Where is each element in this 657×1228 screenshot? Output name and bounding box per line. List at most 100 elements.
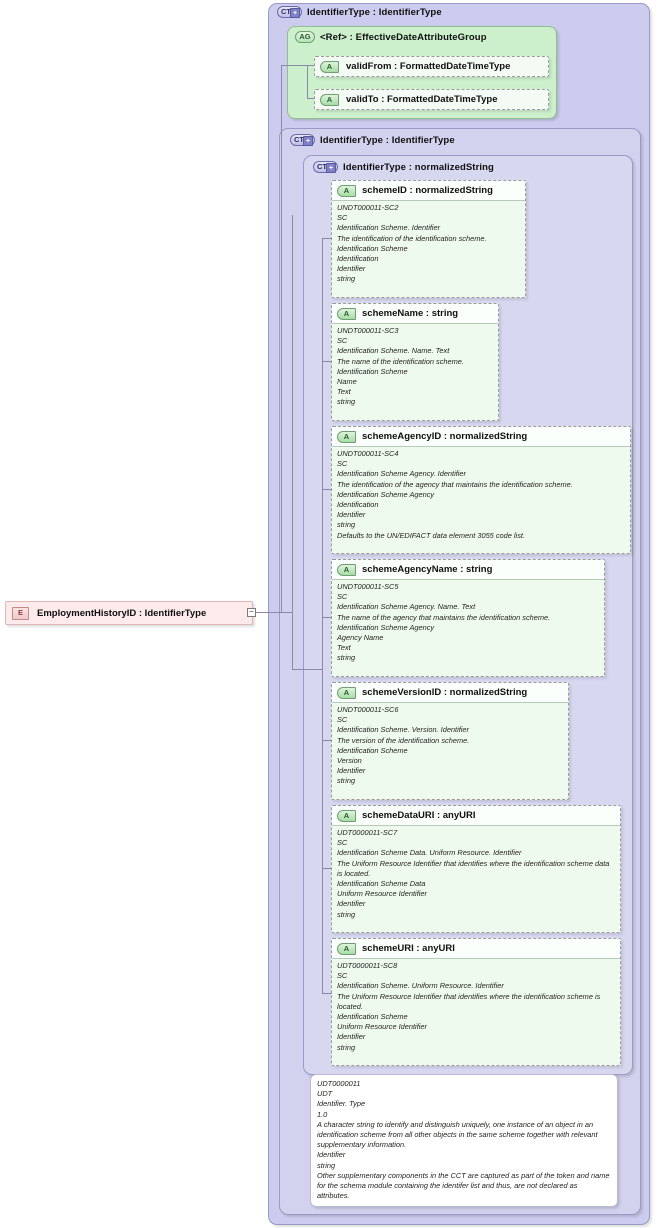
outer-complextype-label: IdentifierType : IdentifierType (307, 6, 442, 18)
doc-line: Text (337, 643, 351, 653)
attribute-card-schemeagencyid[interactable]: A schemeAgencyID : normalizedString UNDT… (331, 426, 631, 554)
doc-line: SC (337, 838, 348, 848)
doc-line: UNDT000011-SC5 (337, 582, 399, 591)
element-icon: E (12, 606, 29, 620)
connector-attr-stub-schemeversionid (322, 740, 332, 741)
expand-icon[interactable]: + (303, 136, 313, 146)
doc-line: SC (337, 715, 348, 725)
doc-line: Identifier (337, 510, 366, 520)
doc-line: string (317, 1160, 336, 1170)
connector-ag-spine-top (281, 65, 308, 66)
expand-icon[interactable]: + (290, 8, 300, 18)
attribute-card-schemename[interactable]: A schemeName : string UNDT000011-SC3 SC … (331, 303, 499, 421)
complextype-icon-label: CT (281, 7, 291, 17)
attribute-card-header[interactable]: A schemeDataURI : anyURI (332, 806, 620, 826)
attribute-card-schemeagencyname[interactable]: A schemeAgencyName : string UNDT000011-S… (331, 559, 605, 677)
attribute-documentation: UNDT000011-SC4 SC Identification Scheme … (332, 447, 630, 544)
doc-line: Identification Scheme Agency (337, 622, 435, 632)
doc-line: UNDT000011-SC3 (337, 326, 399, 335)
element-node-employmenthistoryid[interactable]: E EmploymentHistoryID : IdentifierType (5, 601, 253, 625)
doc-line: string (337, 653, 356, 663)
doc-line: Uniform Resource Identifier (337, 889, 427, 899)
connector-attr-stub-schemeid (322, 238, 332, 239)
doc-line: Identification Scheme (337, 745, 408, 755)
attribute-chip-label: validTo : FormattedDateTimeType (346, 94, 498, 105)
complextype-icon-label: CT (294, 135, 304, 145)
outer-complextype-header[interactable]: CT + IdentifierType : IdentifierType (277, 6, 442, 18)
doc-line: Version (337, 756, 362, 766)
doc-line: Identification Scheme. Uniform Resource.… (337, 981, 504, 991)
doc-line: Identification Scheme Data. Uniform Reso… (337, 848, 522, 858)
doc-line: Identification Scheme. Name. Text (337, 346, 450, 356)
doc-line: UNDT000011-SC6 (337, 705, 399, 714)
attribute-documentation: UNDT000011-SC2 SC Identification Scheme.… (332, 201, 525, 288)
inner-complextype-1-header[interactable]: CT + IdentifierType : IdentifierType (290, 134, 455, 146)
inner-complextype-2-header[interactable]: CT + IdentifierType : normalizedString (313, 161, 494, 173)
attribute-card-header[interactable]: A schemeURI : anyURI (332, 939, 620, 959)
attribute-card-schemeid[interactable]: A schemeID : normalizedString UNDT000011… (331, 180, 526, 298)
attribute-documentation: UNDT000011-SC5 SC Identification Scheme … (332, 580, 604, 667)
doc-line: The name of the identification scheme. (337, 356, 464, 366)
doc-line: Identifier. Type (317, 1099, 366, 1109)
doc-line: string (337, 274, 356, 284)
doc-line: SC (337, 459, 348, 469)
connector-attr-stub-schemename (322, 361, 332, 362)
attributegroup-icon[interactable]: AG (295, 31, 315, 43)
doc-line: Identifier (337, 264, 366, 274)
attribute-documentation: UNDT000011-SC3 SC Identification Scheme.… (332, 324, 498, 411)
doc-line: Identification Scheme (337, 1012, 408, 1022)
connector-attr-stub-schemedatauri (322, 868, 332, 869)
attribute-documentation: UDT0000011-SC8 SC Identification Scheme.… (332, 959, 620, 1056)
attribute-chip-validfrom[interactable]: A validFrom : FormattedDateTimeType (314, 56, 549, 77)
doc-line: Identification Scheme Data (337, 879, 426, 889)
attributegroup-label: <Ref> : EffectiveDateAttributeGroup (320, 31, 487, 43)
doc-line: Identification Scheme. Identifier (337, 223, 441, 233)
doc-line: The version of the identification scheme… (337, 735, 470, 745)
doc-line: SC (337, 213, 348, 223)
inner-complextype-2-label: IdentifierType : normalizedString (343, 161, 494, 173)
attribute-icon: A (320, 93, 339, 106)
attribute-card-schemedatauri[interactable]: A schemeDataURI : anyURI UDT0000011-SC7 … (331, 805, 621, 933)
complextype-icon[interactable]: CT + (290, 134, 315, 146)
attribute-icon: A (337, 686, 356, 699)
attribute-documentation: UNDT000011-SC6 SC Identification Scheme.… (332, 703, 568, 790)
complextype-icon[interactable]: CT + (313, 161, 338, 173)
complextype-icon[interactable]: CT + (277, 6, 302, 18)
doc-line: Identification (337, 254, 379, 264)
doc-line: UDT0000011 (317, 1079, 361, 1088)
attribute-card-header[interactable]: A schemeVersionID : normalizedString (332, 683, 568, 703)
attribute-name: schemeAgencyName : string (362, 564, 493, 575)
connector-ag-stub-2 (307, 98, 318, 99)
expand-icon[interactable]: + (326, 163, 336, 173)
connector-ag-spine (281, 65, 282, 612)
doc-line: Identification Scheme. Version. Identifi… (337, 725, 470, 735)
attribute-card-header[interactable]: A schemeAgencyName : string (332, 560, 604, 580)
attribute-card-schemeversionid[interactable]: A schemeVersionID : normalizedString UND… (331, 682, 569, 800)
attribute-icon: A (337, 184, 356, 197)
doc-line: Text (337, 387, 351, 397)
attribute-card-header[interactable]: A schemeAgencyID : normalizedString (332, 427, 630, 447)
doc-line: The identification of the identification… (337, 233, 487, 243)
connector-attr-stub-schemeuri (322, 993, 332, 994)
attribute-card-header[interactable]: A schemeID : normalizedString (332, 181, 525, 201)
attribute-card-schemeuri[interactable]: A schemeURI : anyURI UDT0000011-SC8 SC I… (331, 938, 621, 1066)
doc-line: 1.0 (317, 1109, 328, 1119)
attribute-chip-label: validFrom : FormattedDateTimeType (346, 61, 511, 72)
attributegroup-header[interactable]: AG <Ref> : EffectiveDateAttributeGroup (295, 31, 487, 43)
doc-line: string (337, 909, 356, 919)
connector-ag-vertical (307, 65, 308, 99)
attribute-card-header[interactable]: A schemeName : string (332, 304, 498, 324)
connector-ag-stub-1 (307, 65, 318, 66)
doc-line: string (337, 397, 356, 407)
doc-line: Identification Scheme (337, 243, 408, 253)
attribute-name: schemeID : normalizedString (362, 185, 493, 196)
type-documentation-text: UDT0000011 UDT Identifier. Type 1.0 A ch… (311, 1075, 617, 1206)
attribute-chip-validto[interactable]: A validTo : FormattedDateTimeType (314, 89, 549, 110)
doc-line: Identification (337, 500, 379, 510)
doc-line: Defaults to the UN/EDIFACT data element … (337, 530, 526, 540)
connector-type-spine (292, 215, 293, 612)
doc-line: string (337, 1042, 356, 1052)
element-collapse-toggle[interactable]: − (247, 608, 256, 617)
attribute-name: schemeAgencyID : normalizedString (362, 431, 528, 442)
